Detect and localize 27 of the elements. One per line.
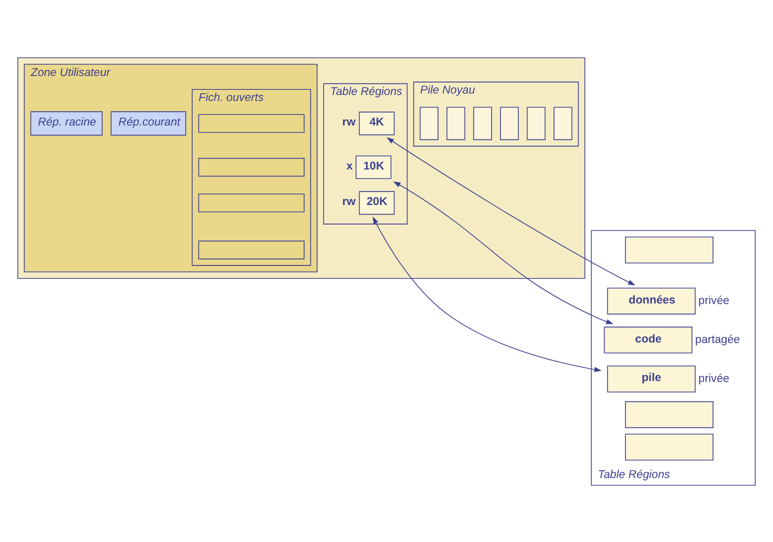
node-box (198, 240, 305, 259)
node-box (625, 400, 714, 428)
arrow (393, 180, 614, 324)
node-box (446, 106, 466, 140)
node-label: privée (698, 372, 730, 384)
node-box (473, 106, 492, 140)
cluster: Pile Noyau (413, 81, 579, 146)
node-label: partagée (695, 334, 740, 346)
node-box (420, 106, 438, 140)
arrow (372, 216, 602, 372)
node-label: rw (342, 196, 356, 208)
node-box (526, 106, 546, 140)
node-box (198, 157, 305, 176)
cluster: Fich. ouverts (192, 88, 312, 266)
node-label: rw (342, 116, 356, 128)
node-box (198, 114, 305, 132)
node-box (554, 106, 572, 140)
node-box (625, 433, 714, 460)
cluster (17, 56, 586, 278)
arrow (386, 136, 636, 285)
node-box: Rép. racine (30, 110, 103, 136)
node-label: privée (698, 294, 730, 307)
node-box (198, 193, 305, 212)
node-label: x (346, 160, 353, 172)
node-box (500, 106, 519, 140)
node-box: Rép.courant (110, 110, 186, 136)
node-box (625, 236, 714, 263)
